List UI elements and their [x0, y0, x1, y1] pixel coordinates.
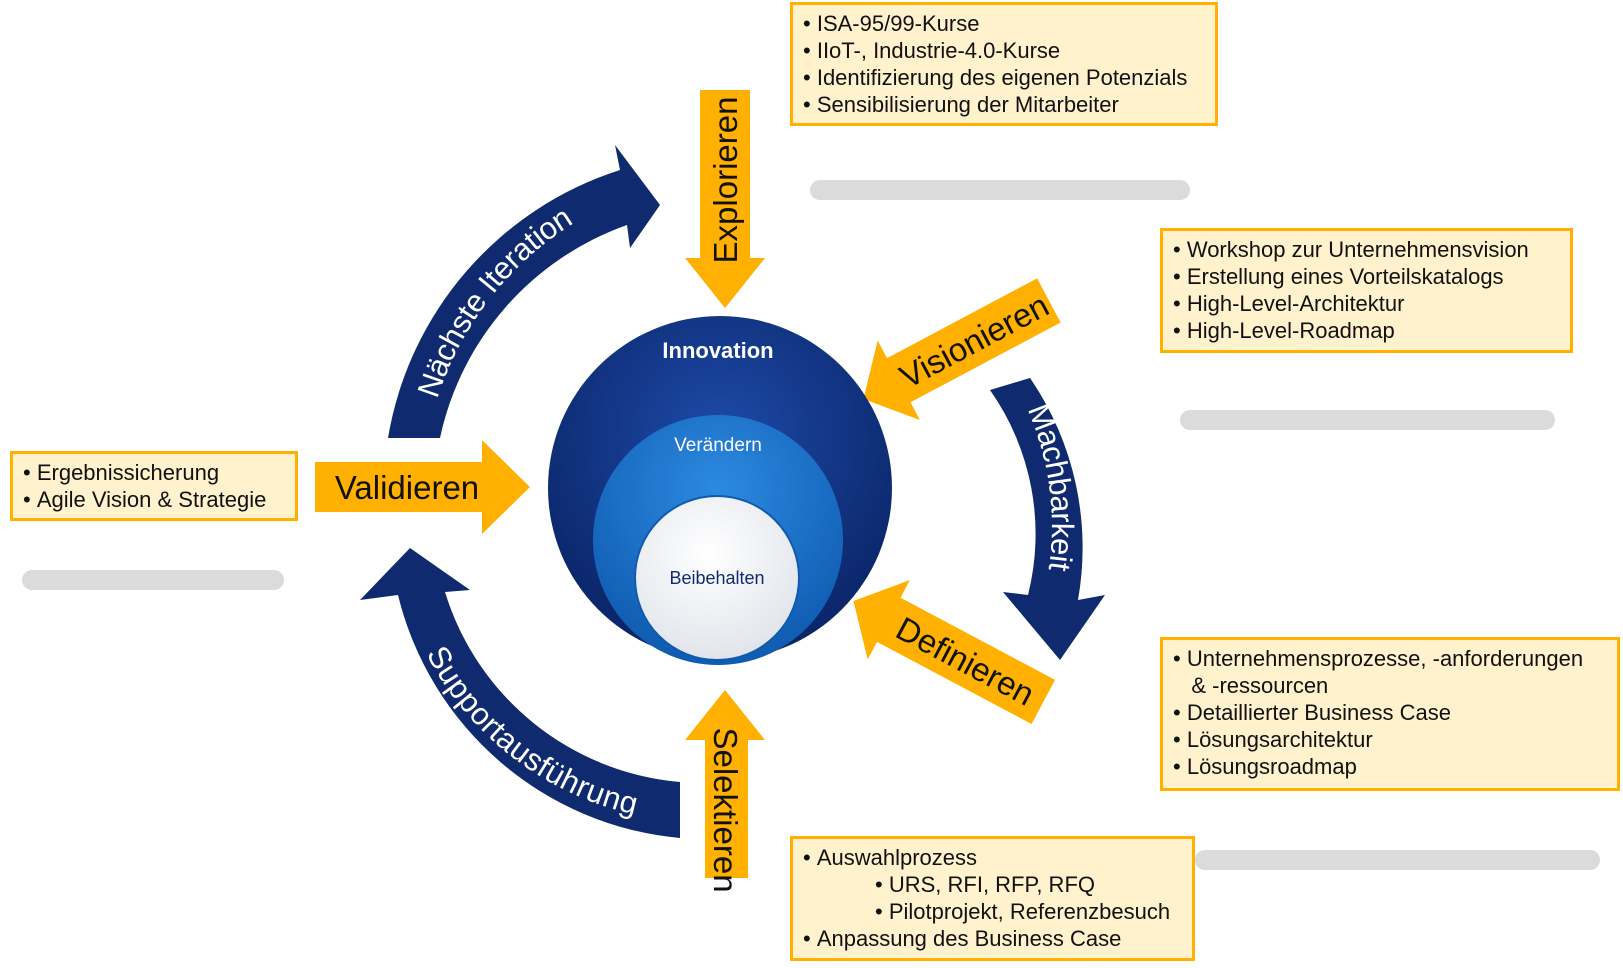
box-validieren: Ergebnissicherung Agile Vision & Strateg… — [10, 451, 298, 521]
list-item: Lösungsarchitektur — [1173, 726, 1607, 753]
phase-label-selektieren: Selektieren — [707, 727, 744, 892]
list-item: Ergebnissicherung — [23, 459, 285, 486]
cycle-arrow-machbarkeit: Machbarkeit — [990, 378, 1105, 660]
list-item: ISA-95/99-Kurse — [803, 10, 1205, 37]
list-item: Agile Vision & Strategie — [23, 486, 285, 513]
list-item: Workshop zur Unternehmensvision — [1173, 236, 1560, 263]
svg-text:Machbarkeit: Machbarkeit — [1021, 399, 1080, 574]
center-circles: Innovation Verändern Beibehalten — [548, 316, 892, 665]
box-selektieren: Auswahlprozess URS, RFI, RFP, RFQ Pilotp… — [790, 836, 1195, 961]
phase-arrow-validieren: Validieren — [315, 440, 530, 534]
phase-label-explorieren: Explorieren — [707, 97, 744, 264]
cycle-label-machbarkeit: Machbarkeit — [1021, 399, 1080, 574]
box-explorieren: ISA-95/99-Kurse IIoT-, Industrie-4.0-Kur… — [790, 2, 1218, 126]
list-item: High-Level-Roadmap — [1173, 317, 1560, 344]
box-definieren: Unternehmensprozesse, -anforderungen & -… — [1160, 637, 1620, 791]
list-item: Lösungsroadmap — [1173, 753, 1607, 780]
beibehalten-label: Beibehalten — [669, 568, 764, 588]
phase-arrow-selektieren: Selektieren — [685, 690, 765, 893]
list-item-continuation: & -ressourcen — [1191, 673, 1329, 698]
list-item: Erstellung eines Vorteilskatalogs — [1173, 263, 1560, 290]
phase-arrow-explorieren: Explorieren — [685, 90, 765, 308]
phase-label-validieren: Validieren — [335, 469, 479, 506]
list-item: Auswahlprozess — [803, 844, 1182, 871]
list-item: Sensibilisierung der Mitarbeiter — [803, 91, 1205, 118]
cycle-label-naechste-iteration: Nächste Iteration — [411, 199, 578, 401]
blurred-placeholders — [22, 180, 1600, 870]
svg-text:Nächste Iteration: Nächste Iteration — [411, 199, 578, 401]
innovation-label: Innovation — [662, 338, 773, 363]
list-item: Identifizierung des eigenen Potenzials — [803, 64, 1205, 91]
list-item: High-Level-Architektur — [1173, 290, 1560, 317]
list-subitem: URS, RFI, RFP, RFQ — [803, 871, 1182, 898]
list-item: IIoT-, Industrie-4.0-Kurse — [803, 37, 1205, 64]
beibehalten-circle — [634, 495, 800, 661]
list-item: Unternehmensprozesse, -anforderungen — [1173, 645, 1607, 672]
list-item: Anpassung des Business Case — [803, 925, 1182, 952]
list-subitem: Pilotprojekt, Referenzbesuch — [803, 898, 1182, 925]
box-visionieren: Workshop zur Unternehmensvision Erstellu… — [1160, 228, 1573, 353]
list-item: Detaillierter Business Case — [1173, 699, 1607, 726]
veraendern-label: Verändern — [674, 435, 762, 456]
